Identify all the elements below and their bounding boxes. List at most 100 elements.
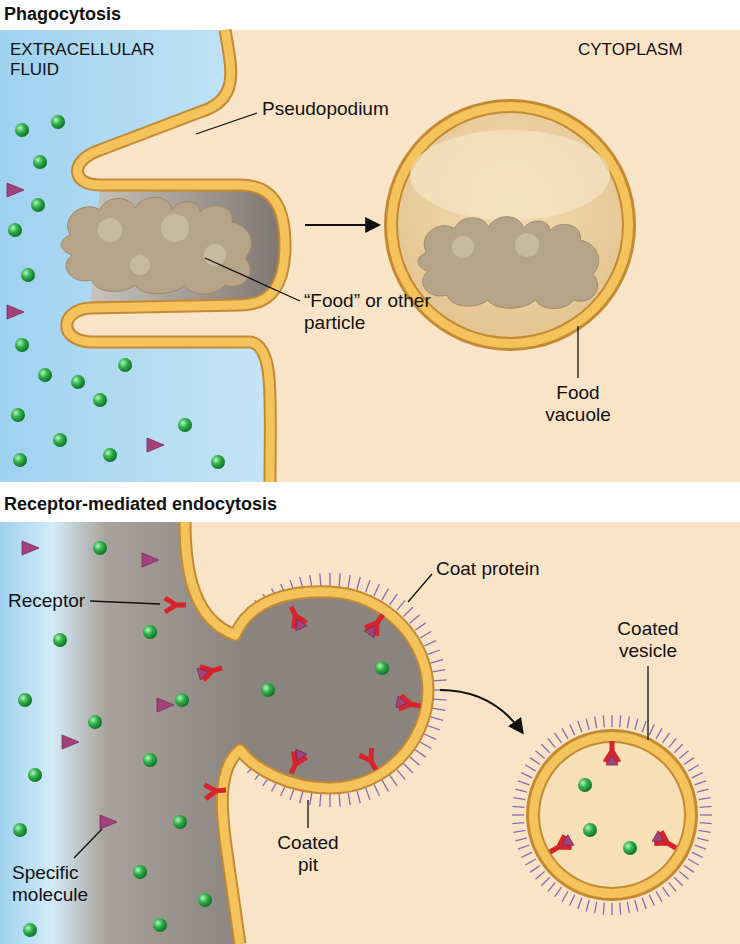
coat-protein-line <box>620 715 621 727</box>
coat-protein-line <box>699 830 711 832</box>
coat-protein-line <box>578 721 582 732</box>
coat-protein-line <box>642 898 646 909</box>
coat-protein-line <box>611 903 612 915</box>
coat-protein-line <box>530 758 540 765</box>
region-label: CYTOPLASM <box>578 40 728 60</box>
coat-protein-line <box>300 791 303 804</box>
coat-protein-line <box>695 781 706 785</box>
coat-protein-line <box>688 859 698 865</box>
coat-protein-line <box>434 680 447 681</box>
coat-protein-line <box>669 738 677 747</box>
coat-protein-line <box>410 615 420 623</box>
coat-protein-line <box>586 900 589 912</box>
coat-protein-line <box>555 733 562 743</box>
coat-protein-line <box>663 733 670 743</box>
coat-protein-line <box>518 845 529 849</box>
coat-protein-line <box>674 744 683 753</box>
coat-protein-line <box>410 757 420 765</box>
coat-protein-line <box>570 895 575 906</box>
coat-protein-bristles <box>512 715 712 915</box>
coat-protein-line <box>535 872 544 880</box>
coat-protein-line <box>627 902 629 914</box>
coat-protein-line <box>424 641 436 646</box>
coat-protein-line <box>649 895 654 906</box>
coat-protein-line <box>428 726 440 730</box>
coat-protein-line <box>684 866 694 873</box>
coat-protein-line <box>642 721 646 732</box>
coat-protein-line <box>692 773 703 778</box>
coat-protein-line <box>679 751 688 759</box>
coat-protein-line <box>697 789 709 792</box>
coat-protein-line <box>656 891 662 901</box>
receptor-symbol <box>359 748 382 773</box>
coat-protein-line <box>512 806 524 807</box>
coat-protein-line <box>699 798 711 800</box>
coat-protein-line <box>521 852 532 857</box>
part-label: Food vacuole <box>528 382 628 427</box>
coat-protein-line <box>357 791 360 804</box>
coat-protein-line <box>692 852 703 857</box>
coat-protein-line <box>611 715 612 727</box>
coat-protein-line <box>404 607 413 616</box>
coat-protein-line <box>329 794 330 807</box>
coat-protein-line <box>649 724 654 735</box>
coat-protein-line <box>382 780 389 791</box>
coat-protein-line <box>525 765 535 771</box>
coat-protein-line <box>586 718 589 730</box>
coat-protein-line <box>514 798 526 800</box>
coat-protein-line <box>428 650 440 654</box>
coat-protein-line <box>366 788 370 800</box>
coat-protein-line <box>434 699 447 700</box>
coat-protein-line <box>390 594 397 605</box>
coat-protein-line <box>595 717 597 729</box>
coat-protein-line <box>695 845 706 849</box>
receptor-symbol <box>285 749 308 777</box>
coat-protein-line <box>562 891 568 901</box>
coat-protein-line <box>424 734 436 739</box>
coat-protein-line <box>357 577 360 590</box>
pit-receptors <box>285 604 422 777</box>
coat-protein-line <box>548 882 556 891</box>
coat-protein-line <box>415 750 426 757</box>
region-label: EXTRACELLULAR FLUID <box>10 40 160 80</box>
coat-protein-line <box>374 584 379 596</box>
coat-protein-line <box>515 838 527 841</box>
panel-heading: Receptor-mediated endocytosis <box>4 494 424 515</box>
coat-protein-line <box>635 900 638 912</box>
coat-protein-line <box>700 806 712 807</box>
coat-protein-line <box>656 728 662 738</box>
part-label: Receptor <box>8 590 108 612</box>
coat-protein-line <box>339 573 340 586</box>
coat-protein-line <box>562 728 568 738</box>
part-label: Coat protein <box>436 558 586 580</box>
coat-protein-line <box>432 708 445 710</box>
coat-protein-line <box>688 765 698 771</box>
coat-protein-line <box>420 632 431 639</box>
receptor-symbol <box>363 611 388 639</box>
coat-protein-line <box>374 784 379 796</box>
coat-protein-line <box>415 623 426 630</box>
coat-protein-line <box>390 775 397 786</box>
coat-protein-line <box>329 573 330 586</box>
coat-protein-line <box>603 903 604 915</box>
coat-protein-line <box>548 738 556 747</box>
part-label: Specific molecule <box>12 862 122 907</box>
coat-protein-line <box>663 887 670 897</box>
coat-protein-line <box>348 575 350 588</box>
coat-protein-line <box>627 717 629 729</box>
coat-protein-line <box>431 660 444 663</box>
coat-protein-line <box>512 814 524 815</box>
coat-protein-line <box>420 742 431 749</box>
coat-protein-line <box>620 903 621 915</box>
coat-protein-line <box>320 794 321 807</box>
coat-protein-line <box>674 877 683 886</box>
coat-protein-line <box>700 823 712 824</box>
part-label: “Food” or other particle <box>304 290 432 335</box>
receptor-symbol <box>396 695 422 713</box>
coat-protein-line <box>518 781 529 785</box>
coat-protein-line <box>320 573 321 586</box>
coat-protein-line <box>595 902 597 914</box>
part-label: Coated pit <box>270 832 346 877</box>
part-label: Pseudopodium <box>262 98 422 120</box>
